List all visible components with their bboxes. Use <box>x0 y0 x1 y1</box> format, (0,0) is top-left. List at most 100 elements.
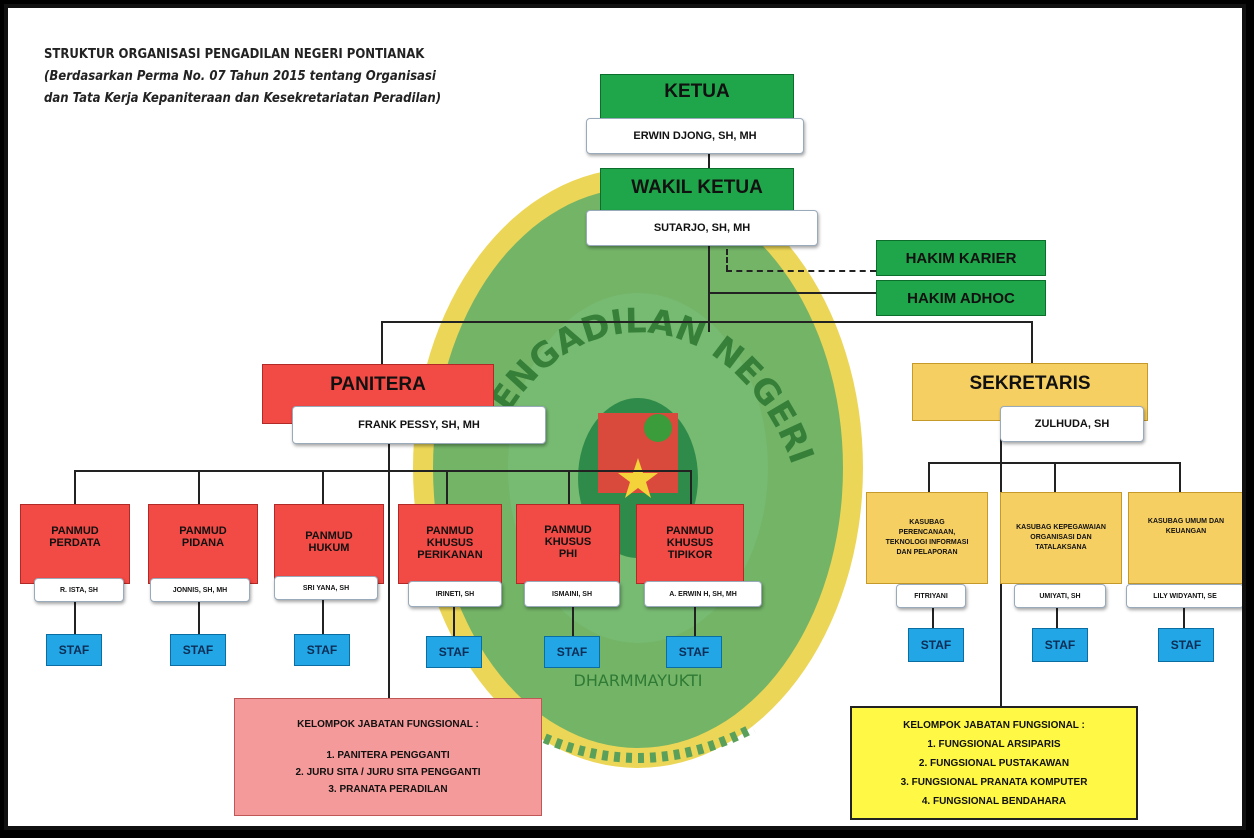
fungsional-sekretaris-item: 4. FUNGSIONAL BENDAHARA <box>921 795 1067 807</box>
hakim-adhoc-label: HAKIM ADHOC <box>907 289 1015 307</box>
fungsional-sekretaris-box: KELOMPOK JABATAN FUNGSIONAL : 1. FUNGSIO… <box>850 706 1138 820</box>
title-line-3: dan Tata Kerja Kepaniteraan dan Kesekret… <box>44 91 442 106</box>
hakim-adhoc-box: HAKIM ADHOC <box>876 280 1046 316</box>
fungsional-panitera-item: 3. PRANATA PERADILAN <box>328 784 448 795</box>
panmud-phi-name-box: ISMAINI, SH <box>524 581 620 607</box>
staf-label: STAF <box>182 643 214 657</box>
hakim-karier-box: HAKIM KARIER <box>876 240 1046 276</box>
ketua-name: ERWIN DJONG, SH, MH <box>633 130 757 142</box>
panmud-hukum-name-box: SRI YANA, SH <box>274 576 378 600</box>
fungsional-sekretaris-heading: KELOMPOK JABATAN FUNGSIONAL : <box>903 719 1085 731</box>
panmud-tipikor-staf: STAF <box>666 636 722 668</box>
staf-label: STAF <box>556 645 588 659</box>
kasubag-umum-name-box: LILY WIDYANTI, SE <box>1126 584 1242 608</box>
kasubag-ptip-title: KASUBAG PERENCANAAN, TEKNOLOGI INFORMASI… <box>885 519 969 556</box>
kasubag-kepegawaian-box: KASUBAG KEPEGAWAIAN ORGANISASI DAN TATAL… <box>1000 492 1122 584</box>
svg-text:DHARMMAYUKTI: DHARMMAYUKTI <box>574 671 703 690</box>
panitera-title: PANITERA <box>330 374 426 395</box>
panmud-hukum-name: SRI YANA, SH <box>302 584 350 592</box>
kasubag-kepegawaian-title: KASUBAG KEPEGAWAIAN ORGANISASI DAN TATAL… <box>1016 524 1106 551</box>
connector <box>388 442 390 718</box>
connector <box>322 470 324 505</box>
panitera-name-box: FRANK PESSY, SH, MH <box>292 406 546 444</box>
staf-label: STAF <box>306 643 338 657</box>
panmud-pidana-box: PANMUD PIDANA <box>148 504 258 584</box>
connector <box>1056 605 1058 631</box>
panmud-tipikor-box: PANMUD KHUSUS TIPIKOR <box>636 504 744 584</box>
connector <box>572 598 574 636</box>
fungsional-sekretaris-item: 2. FUNGSIONAL PUSTAKAWAN <box>918 757 1070 769</box>
connector <box>198 598 200 636</box>
connector <box>690 470 692 505</box>
staf-label: STAF <box>920 638 952 652</box>
org-chart-canvas: PENGADILAN NEGERI PONTIANAK DHARMMAYUKTI… <box>4 4 1246 830</box>
panmud-perdata-box: PANMUD PERDATA <box>20 504 130 584</box>
kasubag-kepegawaian-name: UMIYATI, SH <box>1039 592 1081 600</box>
hakim-karier-label: HAKIM KARIER <box>905 249 1017 267</box>
connector <box>928 462 930 494</box>
panmud-perikanan-name: IRINETI, SH <box>435 590 475 598</box>
panmud-phi-box: PANMUD KHUSUS PHI <box>516 504 620 584</box>
connector <box>453 598 455 636</box>
connector <box>1179 462 1181 494</box>
panmud-pidana-staf: STAF <box>170 634 226 666</box>
fungsional-panitera-item: 2. JURU SITA / JURU SITA PENGGANTI <box>295 767 481 778</box>
wakil-ketua-name: SUTARJO, SH, MH <box>653 222 751 234</box>
panmud-perikanan-name-box: IRINETI, SH <box>408 581 502 607</box>
panmud-phi-title: PANMUD KHUSUS PHI <box>544 524 592 560</box>
connector <box>694 598 696 636</box>
panmud-perikanan-title: PANMUD KHUSUS PERIKANAN <box>417 525 483 561</box>
fungsional-sekretaris-item: 3. FUNGSIONAL PRANATA KOMPUTER <box>900 776 1088 788</box>
kasubag-ptip-staf: STAF <box>908 628 964 662</box>
panmud-perikanan-staf: STAF <box>426 636 482 668</box>
staf-label: STAF <box>1044 638 1076 652</box>
staf-label: STAF <box>1170 638 1202 652</box>
connector <box>1031 321 1033 366</box>
kasubag-kepegawaian-name-box: UMIYATI, SH <box>1014 584 1106 608</box>
kasubag-ptip-name: FITRIYANI <box>914 592 948 600</box>
panmud-tipikor-title: PANMUD KHUSUS TIPIKOR <box>666 525 714 561</box>
connector <box>381 321 383 366</box>
connector-dashed <box>726 249 728 271</box>
panmud-tipikor-name-box: A. ERWIN H, SH, MH <box>644 581 762 607</box>
kasubag-umum-title: KASUBAG UMUM DAN KEUANGAN <box>1147 518 1225 535</box>
connector <box>198 470 200 505</box>
staf-label: STAF <box>678 645 710 659</box>
chart-title: STRUKTUR ORGANISASI PENGADILAN NEGERI PO… <box>44 44 441 110</box>
wakil-ketua-name-box: SUTARJO, SH, MH <box>586 210 818 246</box>
connector <box>74 598 76 636</box>
panmud-phi-name: ISMAINI, SH <box>551 590 593 598</box>
ketua-box: KETUA <box>600 74 794 124</box>
panmud-tipikor-name: A. ERWIN H, SH, MH <box>669 590 737 598</box>
connector <box>932 605 934 631</box>
kasubag-umum-staf: STAF <box>1158 628 1214 662</box>
sekretaris-name: ZULHUDA, SH <box>1034 418 1110 430</box>
sekretaris-name-box: ZULHUDA, SH <box>1000 406 1144 442</box>
panmud-perdata-title: PANMUD PERDATA <box>49 525 101 549</box>
panmud-perdata-staf: STAF <box>46 634 102 666</box>
connector <box>1183 605 1185 631</box>
panmud-hukum-staf: STAF <box>294 634 350 666</box>
title-line-2: (Berdasarkan Perma No. 07 Tahun 2015 ten… <box>44 69 436 84</box>
fungsional-sekretaris-item: 1. FUNGSIONAL ARSIPARIS <box>927 738 1061 750</box>
connector <box>708 292 876 294</box>
fungsional-panitera-heading: KELOMPOK JABATAN FUNGSIONAL : <box>297 719 479 730</box>
panmud-perdata-name: R. ISTA, SH <box>60 586 98 594</box>
sekretaris-title: SEKRETARIS <box>969 373 1091 394</box>
connector-dashed <box>726 270 876 272</box>
kasubag-kepegawaian-staf: STAF <box>1032 628 1088 662</box>
panmud-perikanan-box: PANMUD KHUSUS PERIKANAN <box>398 504 502 584</box>
kasubag-ptip-name-box: FITRIYANI <box>896 584 966 608</box>
title-line-1: STRUKTUR ORGANISASI PENGADILAN NEGERI PO… <box>44 47 425 62</box>
connector <box>446 470 448 505</box>
ketua-title: KETUA <box>664 81 730 102</box>
connector <box>322 598 324 636</box>
kasubag-ptip-box: KASUBAG PERENCANAAN, TEKNOLOGI INFORMASI… <box>866 492 988 584</box>
kasubag-umum-box: KASUBAG UMUM DAN KEUANGAN <box>1128 492 1242 584</box>
panitera-name: FRANK PESSY, SH, MH <box>358 419 480 431</box>
panmud-pidana-name-box: JONNIS, SH, MH <box>150 578 250 602</box>
panmud-pidana-title: PANMUD PIDANA <box>179 525 227 549</box>
connector <box>74 470 692 472</box>
connector <box>381 321 1033 323</box>
ketua-name-box: ERWIN DJONG, SH, MH <box>586 118 804 154</box>
